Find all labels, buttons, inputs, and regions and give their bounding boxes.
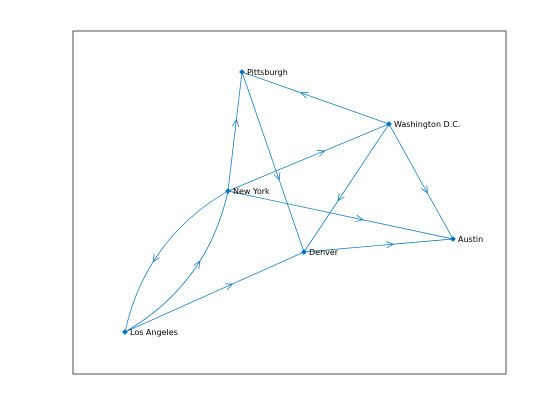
node-pittsburgh — [239, 69, 245, 75]
arrowhead-washington-to-denver — [337, 193, 345, 202]
edge-newyork-to-losangeles — [124, 190, 229, 333]
arrows-layer — [152, 91, 428, 291]
arrowhead-newyork-to-losangeles — [152, 254, 160, 263]
arrowhead-newyork-to-austin — [355, 214, 364, 222]
axes-box — [72, 30, 507, 375]
edge-washington-to-pittsburgh — [241, 71, 390, 125]
arrowhead-newyork-to-pittsburgh — [232, 118, 240, 128]
arrowhead-washington-to-pittsburgh — [300, 91, 309, 99]
edge-newyork-to-washington — [227, 123, 390, 192]
node-washington — [386, 121, 392, 127]
arrowhead-pittsburgh-to-denver — [273, 172, 281, 181]
node-label-pittsburgh: Pittsburgh — [247, 68, 288, 77]
node-label-denver: Denver — [309, 248, 339, 257]
arrowhead-losangeles-to-newyork — [193, 260, 201, 269]
edge-newyork-to-pittsburgh — [227, 71, 243, 192]
edge-losangeles-to-newyork — [124, 190, 229, 333]
node-denver — [301, 249, 307, 255]
arrowhead-newyork-to-washington — [316, 150, 326, 157]
edge-denver-to-austin — [303, 238, 454, 253]
arrowhead-denver-to-austin — [386, 241, 395, 249]
edges-layer — [124, 71, 454, 333]
node-label-losangeles: Los Angeles — [130, 328, 178, 337]
node-label-austin: Austin — [458, 235, 483, 244]
nodes-layer — [122, 69, 456, 335]
node-label-newyork: New York — [233, 187, 270, 196]
node-newyork — [225, 188, 231, 194]
edge-washington-to-austin — [388, 123, 454, 240]
edge-pittsburgh-to-denver — [241, 71, 305, 253]
node-losangeles — [122, 329, 128, 335]
edge-newyork-to-austin — [227, 190, 454, 240]
edge-losangeles-to-denver — [124, 251, 305, 333]
node-austin — [450, 236, 456, 242]
edge-washington-to-denver — [303, 123, 390, 253]
arrowhead-losangeles-to-denver — [224, 283, 234, 291]
node-label-washington: Washington D.C. — [394, 120, 460, 129]
arrowhead-washington-to-austin — [420, 185, 428, 194]
